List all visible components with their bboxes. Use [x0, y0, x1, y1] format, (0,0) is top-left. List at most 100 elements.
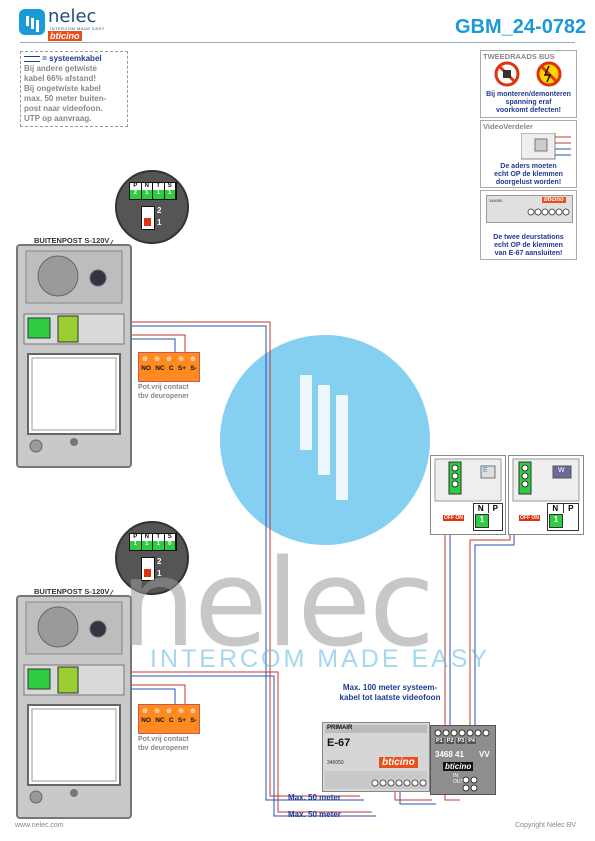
- videophone-2-screen: W: [558, 467, 565, 474]
- mini-e67-module: 346050 bticino: [486, 195, 573, 223]
- footer-copyright: Copyright Nelec BV: [515, 822, 577, 829]
- vv-in-label: IN: [453, 773, 458, 779]
- videophone-1-body: [434, 458, 502, 502]
- buitenpost-1-relay-label-1: Pot.vrij contact: [138, 384, 189, 391]
- videoverdeler-terminal-icon: [521, 133, 571, 160]
- brand-partner: bticino: [48, 31, 82, 41]
- warning-title: TWEEDRAADS BUS: [483, 52, 555, 61]
- warning-text-2: spanning eraf: [505, 99, 552, 106]
- buitenpost-1-unit: [16, 244, 132, 468]
- watermark-brand: nelec: [120, 535, 435, 674]
- e67-module: PRIMAIR E-67 346050 bticino: [322, 722, 430, 792]
- videophone-2-terminals: N P 1: [547, 503, 579, 531]
- videophone-1-terminal-p: P: [492, 504, 498, 513]
- buitenpost-1-relay-pin: NC: [155, 365, 165, 372]
- vv-port-p3: P3: [456, 738, 466, 744]
- e67-terminals: [325, 771, 427, 789]
- note-line-3: kabel 66% afstand!: [24, 74, 97, 83]
- vv-out-label: OUT: [453, 779, 464, 785]
- videoverdeler-box: VideoVerdeler De aders moeten echt OP de…: [480, 120, 577, 188]
- header-divider: [20, 42, 575, 43]
- vv-bottom-terminals: [462, 776, 478, 792]
- note-line-5: max. 50 meter buiten-: [24, 94, 107, 103]
- buitenpost-2-relay-label-1: Pot.vrij contact: [138, 736, 189, 743]
- videophone-2-body: [512, 458, 580, 502]
- buitenpost-2-body: [23, 601, 125, 804]
- buitenpost-1-relay-pin: NO: [141, 365, 151, 372]
- distance-label-1: Max. 50 meter: [288, 793, 341, 802]
- note-line-2: Bij andere getwiste: [24, 64, 97, 73]
- e67-brand: bticino: [379, 757, 418, 768]
- buitenpost-2-relay-pin: S+: [177, 717, 187, 724]
- vv-port-p2: P2: [445, 738, 455, 744]
- videoverdeler-text-3: doorgelust worden!: [495, 179, 562, 186]
- no-power-icon: [494, 61, 562, 87]
- videophone-1-terminal-n: N: [474, 504, 489, 513]
- videophone-2-value: 1: [549, 514, 563, 528]
- videophone-1: E OFF ON N P 1: [430, 455, 506, 535]
- cable-note-line-1: Max. 100 meter systeem-: [342, 683, 438, 692]
- nelec-logo-icon: [19, 9, 45, 35]
- buitenpost-1-relay-pin: C: [168, 365, 174, 372]
- buitenpost-1-relay-label-2: tbv deuropener: [138, 393, 189, 400]
- videophone-2-switch: OFF ON: [519, 515, 540, 521]
- doorstation-box: 346050 bticino De twee deurstations echt…: [480, 190, 577, 260]
- videoverdeler-text-1: De aders moeten: [500, 163, 557, 170]
- mini-e67-part: 346050: [489, 198, 503, 203]
- buitenpost-2-relay-label-2: tbv deuropener: [138, 745, 189, 752]
- note-line-4: Bij ongetwiste kabel: [24, 84, 101, 93]
- videoverdeler-text-2: echt OP de klemmen: [494, 171, 563, 178]
- e67-part: 346050: [327, 760, 344, 766]
- cable-note-line-2: kabel tot laatste videofoon: [339, 693, 441, 702]
- videoverdeler-title: VideoVerdeler: [483, 122, 533, 131]
- footer-website: www.nelec.com: [15, 822, 64, 829]
- buitenpost-1-body: [23, 250, 125, 453]
- doorstation-text-3: van E-67 aansluiten!: [494, 250, 563, 257]
- doorstation-text-1: De twee deurstations: [493, 234, 564, 241]
- buitenpost-1-dipswitch: [141, 206, 155, 230]
- buitenpost-1-relay-pin: S-: [190, 365, 197, 372]
- note-line-1: = systeemkabel: [42, 54, 102, 63]
- warning-box: TWEEDRAADS BUS Bij monteren/demonteren s…: [480, 50, 577, 118]
- mini-e67-brand: bticino: [542, 197, 566, 203]
- videophone-2: W OFF ON N P 1: [508, 455, 584, 535]
- buitenpost-1-switch-1: 1: [157, 218, 162, 227]
- warning-text-1: Bij monteren/demonteren: [486, 91, 571, 98]
- buitenpost-2-title: BUITENPOST S-120V: [34, 587, 110, 596]
- videophone-1-value: 1: [475, 514, 489, 528]
- buitenpost-2-unit: [16, 595, 132, 819]
- distance-label-2: Max. 50 meter: [288, 810, 341, 819]
- videophone-1-switch: OFF ON: [443, 515, 464, 521]
- e67-header: PRIMAIR: [325, 725, 427, 733]
- buitenpost-2-switch-1: 1: [157, 569, 162, 578]
- buitenpost-2-switch-2: 2: [157, 557, 162, 566]
- buitenpost-1-title: BUITENPOST S-120V: [34, 236, 110, 245]
- vv-port-p1: P1: [435, 738, 444, 744]
- cable-note-box: = systeemkabel Bij andere getwiste kabel…: [20, 51, 128, 127]
- buitenpost-1-switch-2: 2: [157, 206, 162, 215]
- e67-model: E-67: [327, 737, 351, 749]
- buitenpost-2-dipswitch: [141, 557, 155, 581]
- buitenpost-2-relay-pin: C: [168, 717, 174, 724]
- videophone-1-screen: E: [483, 467, 488, 474]
- warning-text-3: voorkomt defecten!: [496, 107, 561, 114]
- videophone-2-terminal-n: N: [548, 504, 564, 513]
- doorstation-text-2: echt OP de klemmen: [494, 242, 563, 249]
- buitenpost-2-relay-pin: S-: [190, 717, 197, 724]
- vv-model: 3468 41: [435, 750, 464, 759]
- buitenpost-2-relay-pin: NO: [141, 717, 151, 724]
- videophone-2-terminal-p: P: [568, 504, 574, 513]
- watermark-tagline: INTERCOM MADE EASY: [150, 645, 491, 673]
